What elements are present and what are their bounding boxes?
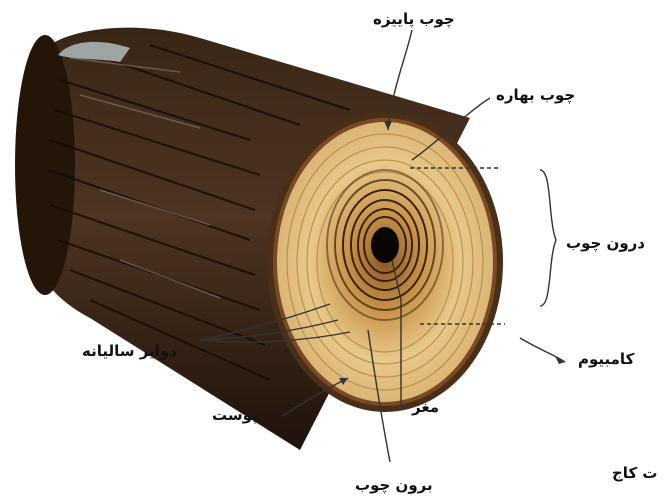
pith-center (371, 227, 399, 263)
label-pith: مغز (412, 400, 439, 415)
label-latewood: چوب پاییزه (373, 12, 455, 27)
label-bark: پوست (212, 408, 258, 423)
log-far-end (15, 35, 75, 295)
label-annual-rings: دوایر سالیانه (82, 344, 177, 359)
label-cambium: کامبیوم (578, 352, 634, 367)
label-edge-fragment: ت کاج (612, 466, 657, 481)
label-earlywood: چوب بهاره (496, 88, 575, 103)
label-sapwood: برون چوب (355, 478, 433, 493)
label-heartwood: درون چوب (566, 236, 645, 251)
heartwood-bracket (540, 170, 556, 306)
